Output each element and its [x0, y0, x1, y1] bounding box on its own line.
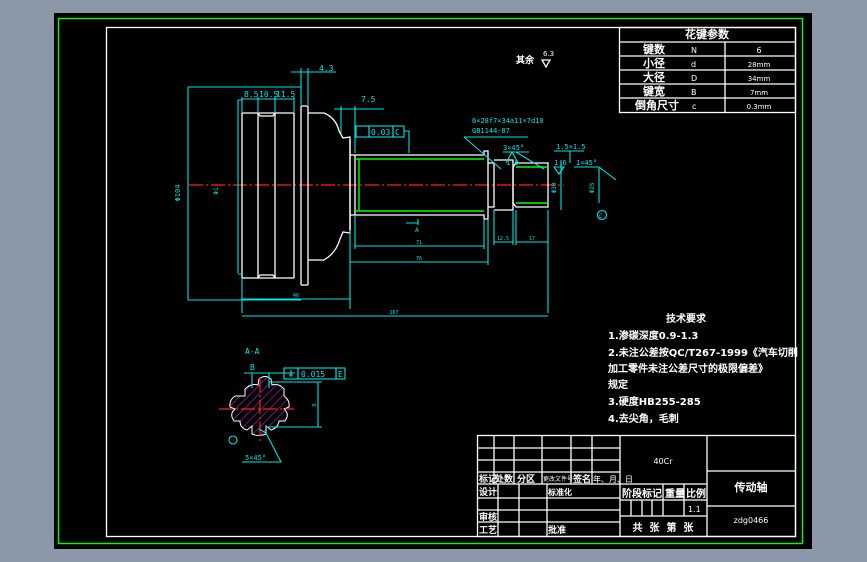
tol-datum: C	[395, 128, 400, 137]
spline-row-value: 0.3mm	[747, 103, 772, 111]
spline-row-label: 键数	[642, 42, 666, 56]
inner-border	[105, 26, 797, 538]
symmetry-tolerance: 0.015	[301, 370, 325, 379]
roughness-note: 其余 6.3	[516, 50, 554, 69]
spline-table: 花键参数 键数 N 6 小径 d 28mm 大径 D 34mm 键宽 B 7mm…	[618, 26, 797, 114]
tb-standardization: 标准化	[547, 487, 572, 497]
tech-req-line: 1.渗碳深度0.9-1.3	[608, 329, 698, 342]
roughness-value: 6.3	[543, 50, 554, 58]
section-key-width: B	[250, 363, 255, 372]
tb-scale-label: 比例	[686, 487, 706, 500]
roughness-1-6-a: 1.6	[506, 159, 519, 167]
outer-frame	[57, 17, 804, 545]
dim-8-5: 8.5	[244, 90, 259, 99]
section-chamfer: 5×45°	[245, 454, 266, 462]
datum-a-label: A	[415, 227, 419, 234]
dim-167: 167	[389, 310, 398, 316]
tech-requirements: 技术要求 1.渗碳深度0.9-1.3 2.未注公差按QC/T267-1999《汽…	[607, 312, 798, 425]
spline-row-label: 键宽	[642, 84, 665, 98]
dim-diameter-30: Φ30	[551, 182, 558, 193]
spline-row-value: 7mm	[750, 89, 768, 97]
spline-spec: 6×28f7×34a11×7d10	[472, 117, 544, 125]
tb-reviewer: 审核	[479, 511, 497, 523]
tb-header-mark: 标记	[478, 473, 497, 485]
spline-row-symbol: d	[691, 60, 696, 69]
tb-header-zone: 分区	[517, 473, 535, 485]
datum-c-marker	[596, 209, 608, 221]
spline-row-symbol: c	[692, 102, 696, 111]
tol-flatness-value: 0.03	[371, 128, 390, 137]
dim-diameter-inner: Φ1	[213, 187, 220, 195]
spline-standard: GB1144-87	[472, 127, 510, 135]
dim-46: 46	[293, 293, 299, 299]
tb-drawing-no: zdg0466	[734, 516, 769, 525]
tb-approve: 批准	[548, 524, 566, 536]
tb-header-count: 处数	[494, 473, 514, 485]
tech-req-line: 规定	[608, 378, 628, 391]
roughness-label: 其余	[516, 54, 535, 66]
tb-header-change-doc: 更改文件号	[543, 475, 573, 483]
tb-sheets: 共 张 第 张	[633, 521, 695, 534]
spline-row-label: 倒角尺寸	[634, 98, 679, 112]
dim-17: 17	[529, 236, 535, 242]
tech-req-line: 加工零件未注公差尺寸的极限偏差》	[607, 362, 768, 375]
datum-c-label: C	[599, 213, 603, 220]
spline-row-symbol: B	[691, 88, 697, 97]
spline-row-label: 小径	[642, 56, 665, 70]
tech-req-line: 4.去尖角，毛刺	[608, 412, 679, 425]
dim-4-3: 4.3	[319, 64, 334, 73]
dim-7-5: 7.5	[361, 95, 376, 104]
datum-d-marker	[228, 435, 238, 445]
tech-req-line: 2.未注公差按QC/T267-1999《汽车切削	[608, 346, 798, 359]
symmetry-datum: E	[338, 370, 343, 379]
dim-11-5: 11.5	[276, 90, 295, 99]
shaft-main-view: Φ104 Φ1 8.5 10.5 11.5 4.3 7.5 0.03 C 6×2…	[174, 64, 617, 317]
section-dim-side: D	[312, 403, 318, 406]
section-a-a: A-A B 0.015 E D 5×45°	[219, 347, 346, 463]
tb-designer: 设计	[479, 486, 497, 498]
tb-weight: 重量	[665, 487, 685, 500]
spline-row-label: 大径	[643, 70, 665, 84]
drawing-canvas: 花键参数 键数 N 6 小径 d 28mm 大径 D 34mm 键宽 B 7mm…	[54, 13, 812, 549]
spline-row-symbol: N	[691, 46, 697, 55]
tb-stage-mark: 阶段标记	[622, 487, 662, 500]
spline-row-value: 6	[756, 46, 761, 55]
spline-row-value: 34mm	[748, 75, 771, 83]
tb-scale-value: 1.1	[688, 505, 701, 514]
tb-material: 40Cr	[653, 457, 673, 466]
tb-header-date: 年、月、日	[593, 474, 633, 484]
dim-12-5: 12.5	[497, 236, 509, 242]
section-label: A-A	[245, 347, 260, 356]
thread-note: 1.5×1.5	[556, 143, 586, 151]
roughness-1-6-b: 1.6	[554, 159, 567, 167]
chamfer-1x45: 1×45°	[576, 159, 597, 167]
tb-part-name: 传动轴	[734, 480, 768, 494]
tb-header-signature: 签名	[572, 473, 591, 485]
roughness-symbol-icon	[540, 59, 552, 69]
tb-process: 工艺	[479, 524, 497, 536]
dim-diameter-25: Φ25	[589, 182, 596, 193]
dim-71: 71	[416, 240, 422, 246]
dim-10-5: 10.5	[259, 90, 278, 99]
tech-req-line: 3.硬度HB255-285	[608, 395, 701, 408]
tech-req-title: 技术要求	[666, 312, 707, 325]
title-block: 标记 处数 分区 更改文件号 签名 年、月、日 设计 标准化 审核 工艺 批准 …	[476, 434, 797, 538]
cad-drawing: 花键参数 键数 N 6 小径 d 28mm 大径 D 34mm 键宽 B 7mm…	[57, 17, 804, 545]
spline-row-symbol: D	[691, 74, 697, 83]
spline-table-title: 花键参数	[685, 27, 730, 41]
spline-row-value: 28mm	[748, 61, 771, 69]
dim-diameter-104: Φ104	[174, 185, 182, 202]
chamfer-3x45: 3×45°	[503, 144, 524, 152]
dim-76: 76	[416, 256, 422, 262]
